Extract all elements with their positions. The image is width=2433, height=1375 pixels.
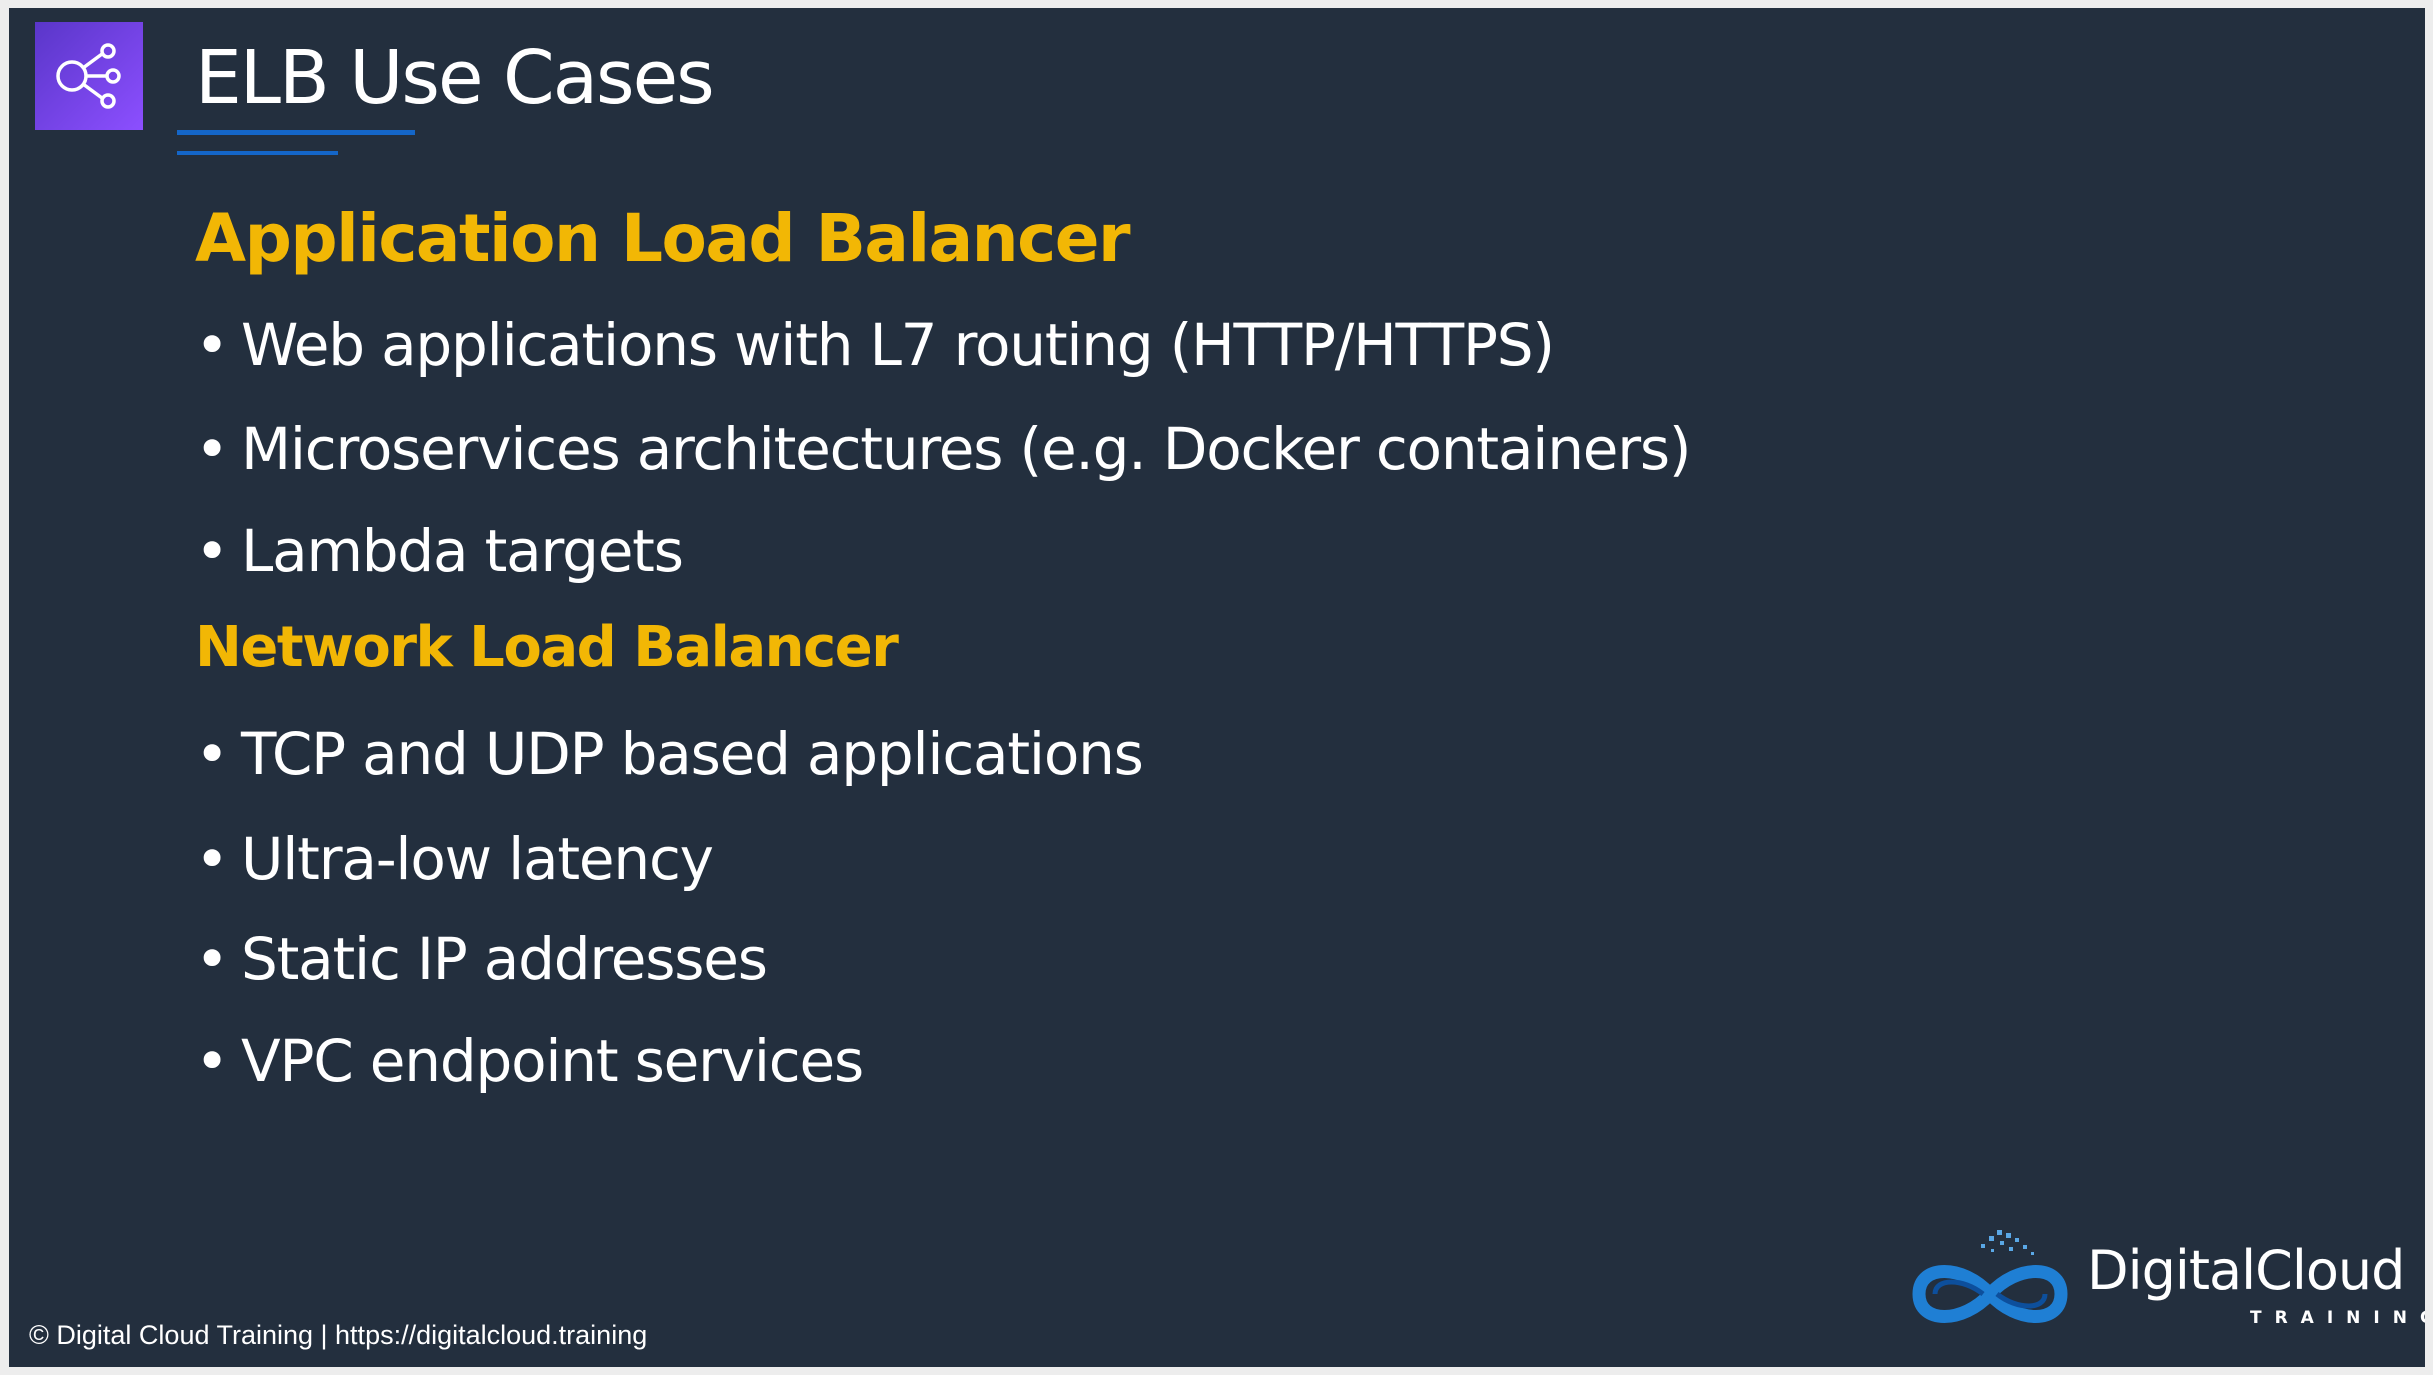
bullet-icon: • [195, 825, 229, 893]
bullet-item: •VPC endpoint services [195, 1027, 864, 1095]
digitalcloud-logo: DigitalCloud TRAINING [1905, 1226, 2425, 1346]
section-heading-alb: Application Load Balancer [195, 200, 1131, 277]
bullet-icon: • [195, 311, 229, 379]
title-underline-secondary [177, 151, 338, 155]
bullet-icon: • [195, 1027, 229, 1095]
bullet-item: •TCP and UDP based applications [195, 720, 1144, 788]
bullet-item: •Static IP addresses [195, 925, 768, 993]
logo-wordmark: DigitalCloud [2087, 1239, 2405, 1302]
title-underline [177, 130, 415, 135]
bullet-item: •Lambda targets [195, 517, 684, 585]
infinity-cloud-logo-icon [1912, 1230, 2068, 1323]
footer-copyright: © Digital Cloud Training | https://digit… [29, 1320, 648, 1350]
bullet-item: •Microservices architectures (e.g. Docke… [195, 415, 1692, 483]
bullet-icon: • [195, 720, 229, 788]
logo-tagline: TRAINING [2250, 1308, 2425, 1328]
bullet-item: •Web applications with L7 routing (HTTP/… [195, 311, 1555, 379]
bullet-icon: • [195, 517, 229, 585]
bullet-item: •Ultra-low latency [195, 825, 714, 893]
bullet-icon: • [195, 925, 229, 993]
page-title: ELB Use Cases [195, 35, 715, 121]
bullet-icon: • [195, 415, 229, 483]
slide: ELB Use Cases Application Load Balancer … [9, 8, 2425, 1367]
elastic-load-balancing-icon [35, 22, 143, 130]
section-heading-nlb: Network Load Balancer [195, 615, 899, 680]
